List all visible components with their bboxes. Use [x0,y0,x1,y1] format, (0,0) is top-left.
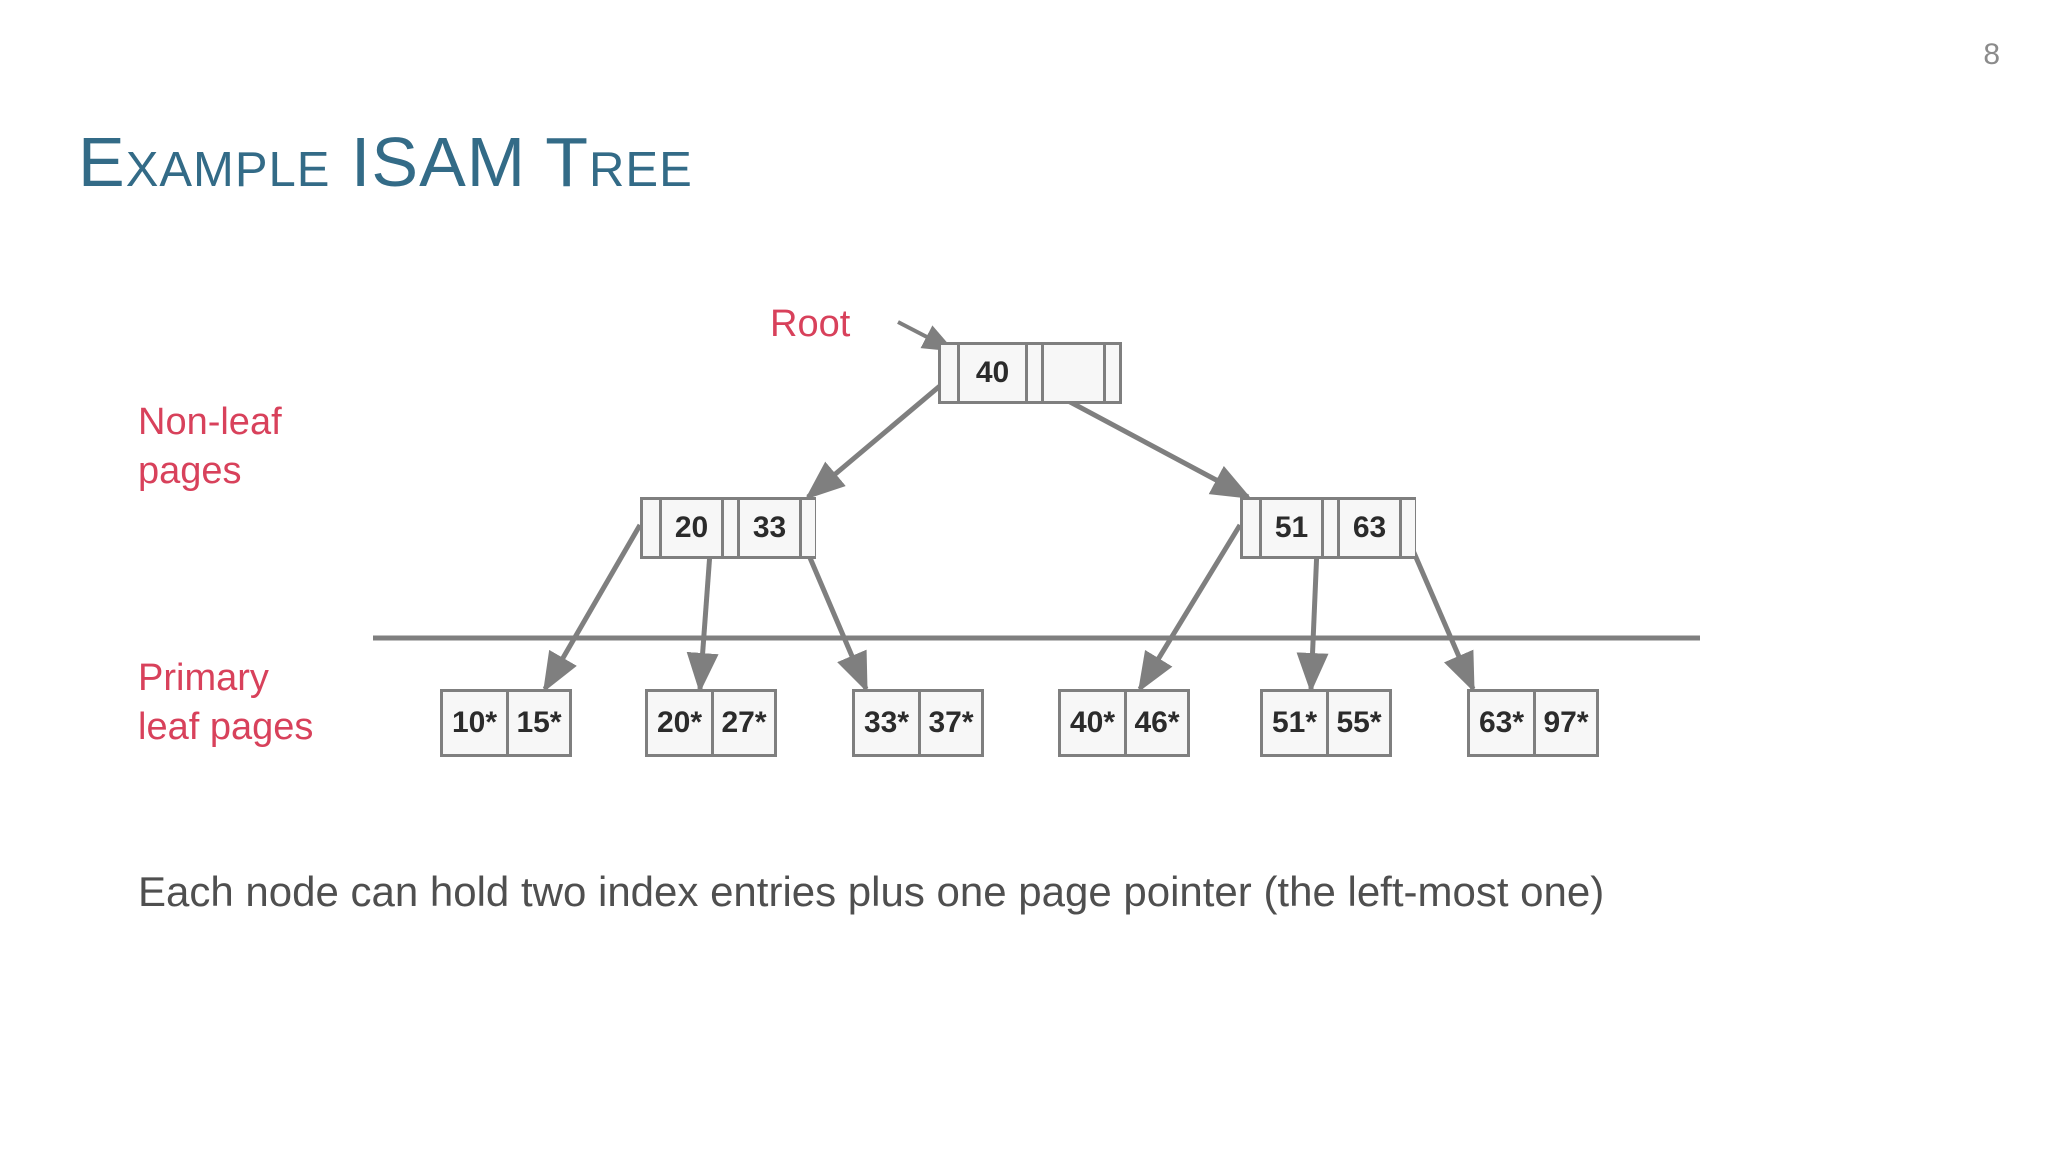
annotation-primary-leaf-pages: Primary leaf pages [138,657,314,748]
leaf-2-entry-0: 20* [648,692,711,754]
leaf-1-entry-0: 10* [443,692,506,754]
root-node[interactable]: 40 [938,342,1122,404]
internal-right-pointer-0 [1243,500,1259,556]
root-pointer-0 [941,345,957,401]
arrow-root-to-left-internal [804,378,949,500]
leaf-page-5[interactable]: 51* 55* [1260,689,1392,757]
leaf-page-2[interactable]: 20* 27* [645,689,777,757]
root-key-1 [1041,345,1103,401]
leaf-1-entry-1: 15* [506,692,569,754]
arrow-right-internal-to-leaf-4 [1137,523,1243,693]
leaf-page-3[interactable]: 33* 37* [852,689,984,757]
root-pointer-1 [1025,345,1041,401]
leaf-5-entry-1: 55* [1326,692,1389,754]
root-pointer-2 [1103,345,1119,401]
internal-left-pointer-2 [799,500,815,556]
root-key-0: 40 [957,345,1025,401]
slide-number: 8 [1983,38,2000,71]
leaf-page-6[interactable]: 63* 97* [1467,689,1599,757]
slide-caption: Each node can hold two index entries plu… [138,868,1605,915]
leaf-4-entry-1: 46* [1124,692,1187,754]
internal-node-right[interactable]: 51 63 [1240,497,1416,559]
leaf-5-entry-0: 51* [1263,692,1326,754]
leaf-4-entry-0: 40* [1061,692,1124,754]
leaf-2-entry-1: 27* [711,692,774,754]
leaf-6-entry-1: 97* [1533,692,1596,754]
internal-left-pointer-1 [721,500,737,556]
internal-left-pointer-0 [643,500,659,556]
internal-right-key-1: 63 [1337,500,1399,556]
internal-right-pointer-1 [1321,500,1337,556]
leaf-3-entry-1: 37* [918,692,981,754]
annotation-root: Root [770,303,851,345]
page-title: Example ISAM Tree [78,122,693,201]
leaf-page-1[interactable]: 10* 15* [440,689,572,757]
internal-left-key-0: 20 [659,500,721,556]
internal-left-key-1: 33 [737,500,799,556]
arrow-left-internal-to-leaf-1 [542,523,643,693]
internal-node-left[interactable]: 20 33 [640,497,816,559]
internal-right-pointer-2 [1399,500,1415,556]
internal-right-key-0: 51 [1259,500,1321,556]
leaf-6-entry-0: 63* [1470,692,1533,754]
leaf-3-entry-0: 33* [855,692,918,754]
leaf-page-4[interactable]: 40* 46* [1058,689,1190,757]
annotation-non-leaf-pages: Non-leaf pages [138,401,282,492]
